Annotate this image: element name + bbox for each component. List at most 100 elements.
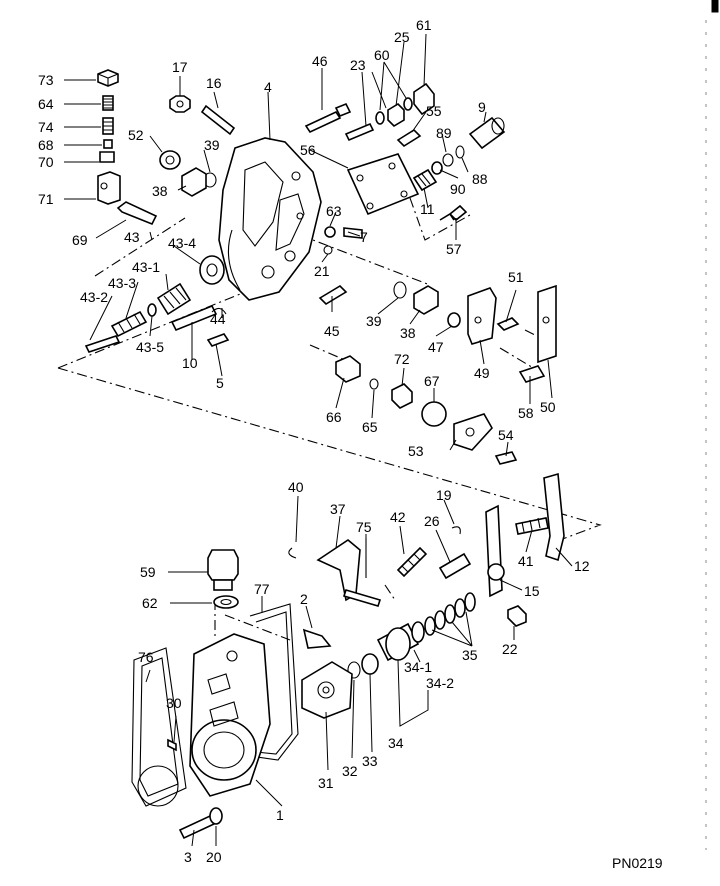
callout-5: 5 xyxy=(216,375,224,391)
callout-64: 64 xyxy=(38,96,54,112)
part-20-washer xyxy=(209,807,223,825)
callout-26: 26 xyxy=(424,513,440,529)
part-74-spring xyxy=(102,117,114,135)
part-2-bracket xyxy=(302,628,332,649)
callout-73: 73 xyxy=(38,72,54,88)
part-35-shims xyxy=(424,592,476,636)
callout-88: 88 xyxy=(472,171,488,187)
part-16-shaft xyxy=(200,104,236,136)
callout-3: 3 xyxy=(184,849,192,865)
callout-42: 42 xyxy=(390,509,406,525)
part-9-sleeve xyxy=(468,116,506,150)
callout-74: 74 xyxy=(38,119,54,135)
part-59-plug xyxy=(207,549,239,591)
callout-63: 63 xyxy=(326,203,342,219)
callout-53: 53 xyxy=(408,443,424,459)
drawing-code: PN0219 xyxy=(612,855,663,871)
callout-75: 75 xyxy=(356,519,372,535)
part-11-spring xyxy=(412,168,438,192)
part-32-ring xyxy=(347,661,361,679)
part-31-weight-holder xyxy=(301,661,353,719)
part-68-pin xyxy=(103,139,113,149)
callout-66: 66 xyxy=(326,409,342,425)
callout-59: 59 xyxy=(140,564,156,580)
callout-45: 45 xyxy=(324,323,340,339)
part-76-gasket xyxy=(131,647,187,807)
part-67-collar xyxy=(421,401,447,427)
part-77-gasket xyxy=(249,603,299,761)
assembly-lines xyxy=(57,197,602,641)
callout-57: 57 xyxy=(446,241,462,257)
part-69-bolt xyxy=(116,201,158,226)
part-42-spring xyxy=(396,546,428,578)
callout-43: 43 xyxy=(124,229,140,245)
callout-90: 90 xyxy=(450,181,466,197)
part-34-weight-assembly xyxy=(376,621,425,662)
callout-56: 56 xyxy=(300,142,316,158)
callout-30: 30 xyxy=(166,695,182,711)
callout-43-4: 43-4 xyxy=(168,235,196,251)
part-4-governor-housing xyxy=(218,137,322,301)
callout-40: 40 xyxy=(288,479,304,495)
callout-65: 65 xyxy=(362,419,378,435)
part-17-nut xyxy=(169,95,191,113)
part-37-lever-shaft xyxy=(316,539,382,607)
callout-68: 68 xyxy=(38,137,54,153)
callout-20: 20 xyxy=(206,849,222,865)
callout-39a: 39 xyxy=(204,137,220,153)
callout-34: 34 xyxy=(388,735,404,751)
part-61-sleeve xyxy=(413,82,435,116)
callout-61: 61 xyxy=(416,17,432,33)
callout-1: 1 xyxy=(276,807,284,823)
callout-54: 54 xyxy=(498,427,514,443)
part-49-bracket xyxy=(467,287,497,345)
callout-4: 4 xyxy=(264,79,272,95)
callout-71: 71 xyxy=(38,191,54,207)
callout-16: 16 xyxy=(206,75,222,91)
callout-60: 60 xyxy=(374,47,390,63)
callout-38a: 38 xyxy=(152,183,168,199)
part-12-lever xyxy=(543,472,565,562)
callout-69: 69 xyxy=(72,232,88,248)
callout-43-2: 43-2 xyxy=(80,289,108,305)
part-1-governor-case xyxy=(189,633,271,797)
callout-labels: 73 64 74 68 70 71 69 17 16 4 46 23 60 25… xyxy=(38,17,590,865)
callout-31: 31 xyxy=(318,775,334,791)
part-30-pin xyxy=(167,738,177,752)
callout-77: 77 xyxy=(254,581,270,597)
callout-2: 2 xyxy=(300,591,308,607)
part-52-bushing xyxy=(159,150,181,170)
part-47-washer xyxy=(447,312,461,328)
part-90-ring xyxy=(431,161,443,175)
part-38-plug-right xyxy=(413,285,439,315)
callout-46: 46 xyxy=(312,53,328,69)
callout-12: 12 xyxy=(574,558,590,574)
part-65-ring xyxy=(369,378,379,390)
part-64-spring xyxy=(102,95,114,111)
part-44-clip xyxy=(211,307,227,315)
part-39-oring-right xyxy=(393,281,407,299)
callout-15: 15 xyxy=(524,583,540,599)
part-71-body xyxy=(97,171,121,205)
callout-43-5: 43-5 xyxy=(136,339,164,355)
part-10-screw xyxy=(170,304,218,332)
part-66-plug xyxy=(335,355,361,383)
part-33-ring xyxy=(361,653,379,675)
part-62-washer xyxy=(213,595,239,609)
callout-38b: 38 xyxy=(400,325,416,341)
part-58-bolt xyxy=(518,365,546,383)
leader-lines xyxy=(64,33,573,847)
callout-33: 33 xyxy=(362,753,378,769)
callout-67: 67 xyxy=(424,373,440,389)
callout-11: 11 xyxy=(420,201,435,217)
callout-39b: 39 xyxy=(366,313,382,329)
callout-34-1: 34-1 xyxy=(404,659,432,675)
part-55-bolt xyxy=(396,128,422,148)
part-88-ring xyxy=(455,145,465,159)
callout-43-3: 43-3 xyxy=(108,275,136,291)
callout-21: 21 xyxy=(314,263,330,279)
callout-23: 23 xyxy=(350,57,366,73)
callout-37: 37 xyxy=(330,501,346,517)
callout-72: 72 xyxy=(394,351,410,367)
part-70-plate xyxy=(99,151,115,163)
